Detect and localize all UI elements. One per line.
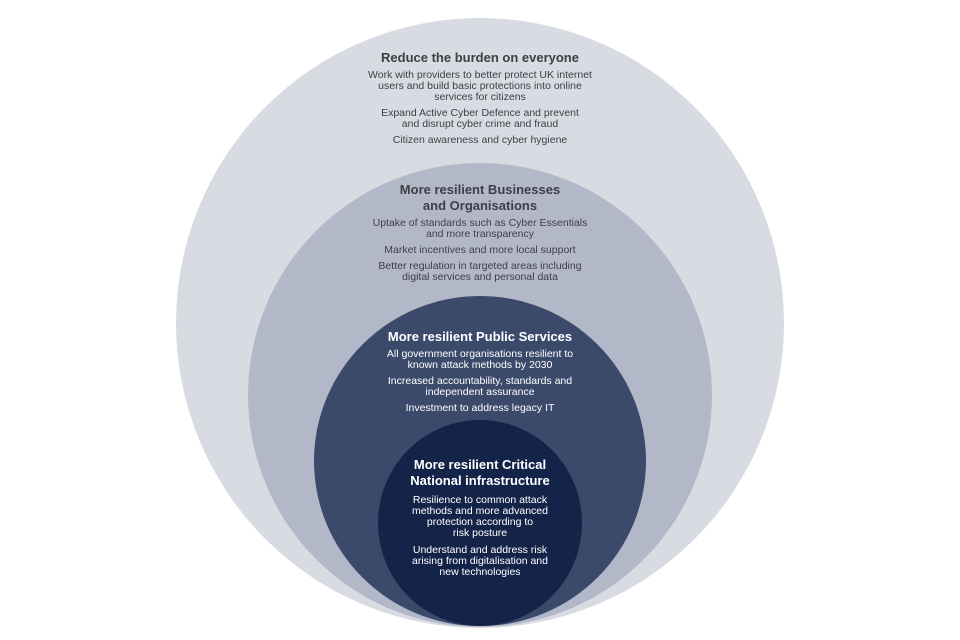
item-line: protection according to (426, 516, 534, 528)
item-line: Resilience to common attack (412, 494, 548, 506)
inner-ring (378, 420, 582, 626)
item-line: Citizen awareness and cyber hygiene (392, 134, 568, 146)
title-line: Reduce the burden on everyone (381, 50, 579, 65)
section-item: Expand Active Cyber Defence and prevent … (330, 108, 630, 130)
item-line: Uptake of standards such as Cyber Essent… (372, 217, 588, 229)
title-line: More resilient Businesses (399, 182, 561, 197)
section-title: More resilient Public Services (340, 329, 620, 345)
item-line: and more transparency (426, 228, 534, 240)
section-item: Uptake of standards such as Cyber Essent… (340, 218, 620, 240)
section-title: More resilient Businesses and Organisati… (340, 182, 620, 214)
item-line: arising from digitalisation and (412, 555, 548, 567)
critical-infrastructure-section: More resilient Critical National infrast… (390, 457, 570, 584)
item-line: methods and more advanced (411, 505, 548, 517)
section-item: Resilience to common attack methods and … (390, 495, 570, 539)
item-line: services for citizens (434, 91, 526, 103)
item-line: known attack methods by 2030 (407, 359, 553, 371)
section-title: More resilient Critical National infrast… (390, 457, 570, 489)
item-line: risk posture (452, 527, 508, 539)
item-line: Increased accountability, standards and (387, 375, 573, 387)
item-line: All government organisations resilient t… (386, 348, 574, 360)
item-line: digital services and personal data (402, 271, 558, 283)
section-item: Understand and address risk arising from… (390, 545, 570, 578)
reduce-burden-section: Reduce the burden on everyone Work with … (330, 50, 630, 151)
title-line: More resilient Public Services (387, 329, 573, 344)
businesses-section: More resilient Businesses and Organisati… (340, 182, 620, 288)
section-item: Investment to address legacy IT (340, 403, 620, 414)
section-title: Reduce the burden on everyone (330, 50, 630, 66)
title-line: and Organisations (422, 198, 538, 213)
item-line: Work with providers to better protect UK… (368, 69, 592, 81)
title-line: National infrastructure (410, 473, 550, 488)
section-item: Better regulation in targeted areas incl… (340, 261, 620, 283)
item-line: users and build basic protections into o… (378, 80, 582, 92)
section-item: Work with providers to better protect UK… (330, 70, 630, 103)
section-item: Citizen awareness and cyber hygiene (330, 135, 630, 146)
item-line: Understand and address risk (412, 544, 548, 556)
section-item: All government organisations resilient t… (340, 349, 620, 371)
item-line: Market incentives and more local support (384, 244, 576, 256)
section-item: Increased accountability, standards and … (340, 376, 620, 398)
public-services-section: More resilient Public Services All gover… (340, 329, 620, 419)
item-line: Expand Active Cyber Defence and prevent (381, 107, 579, 119)
item-line: Investment to address legacy IT (405, 402, 555, 414)
section-item: Market incentives and more local support (340, 245, 620, 256)
item-line: Better regulation in targeted areas incl… (378, 260, 582, 272)
item-line: independent assurance (425, 386, 535, 398)
item-line: new technologies (439, 566, 521, 578)
item-line: and disrupt cyber crime and fraud (401, 118, 559, 130)
title-line: More resilient Critical (413, 457, 547, 472)
